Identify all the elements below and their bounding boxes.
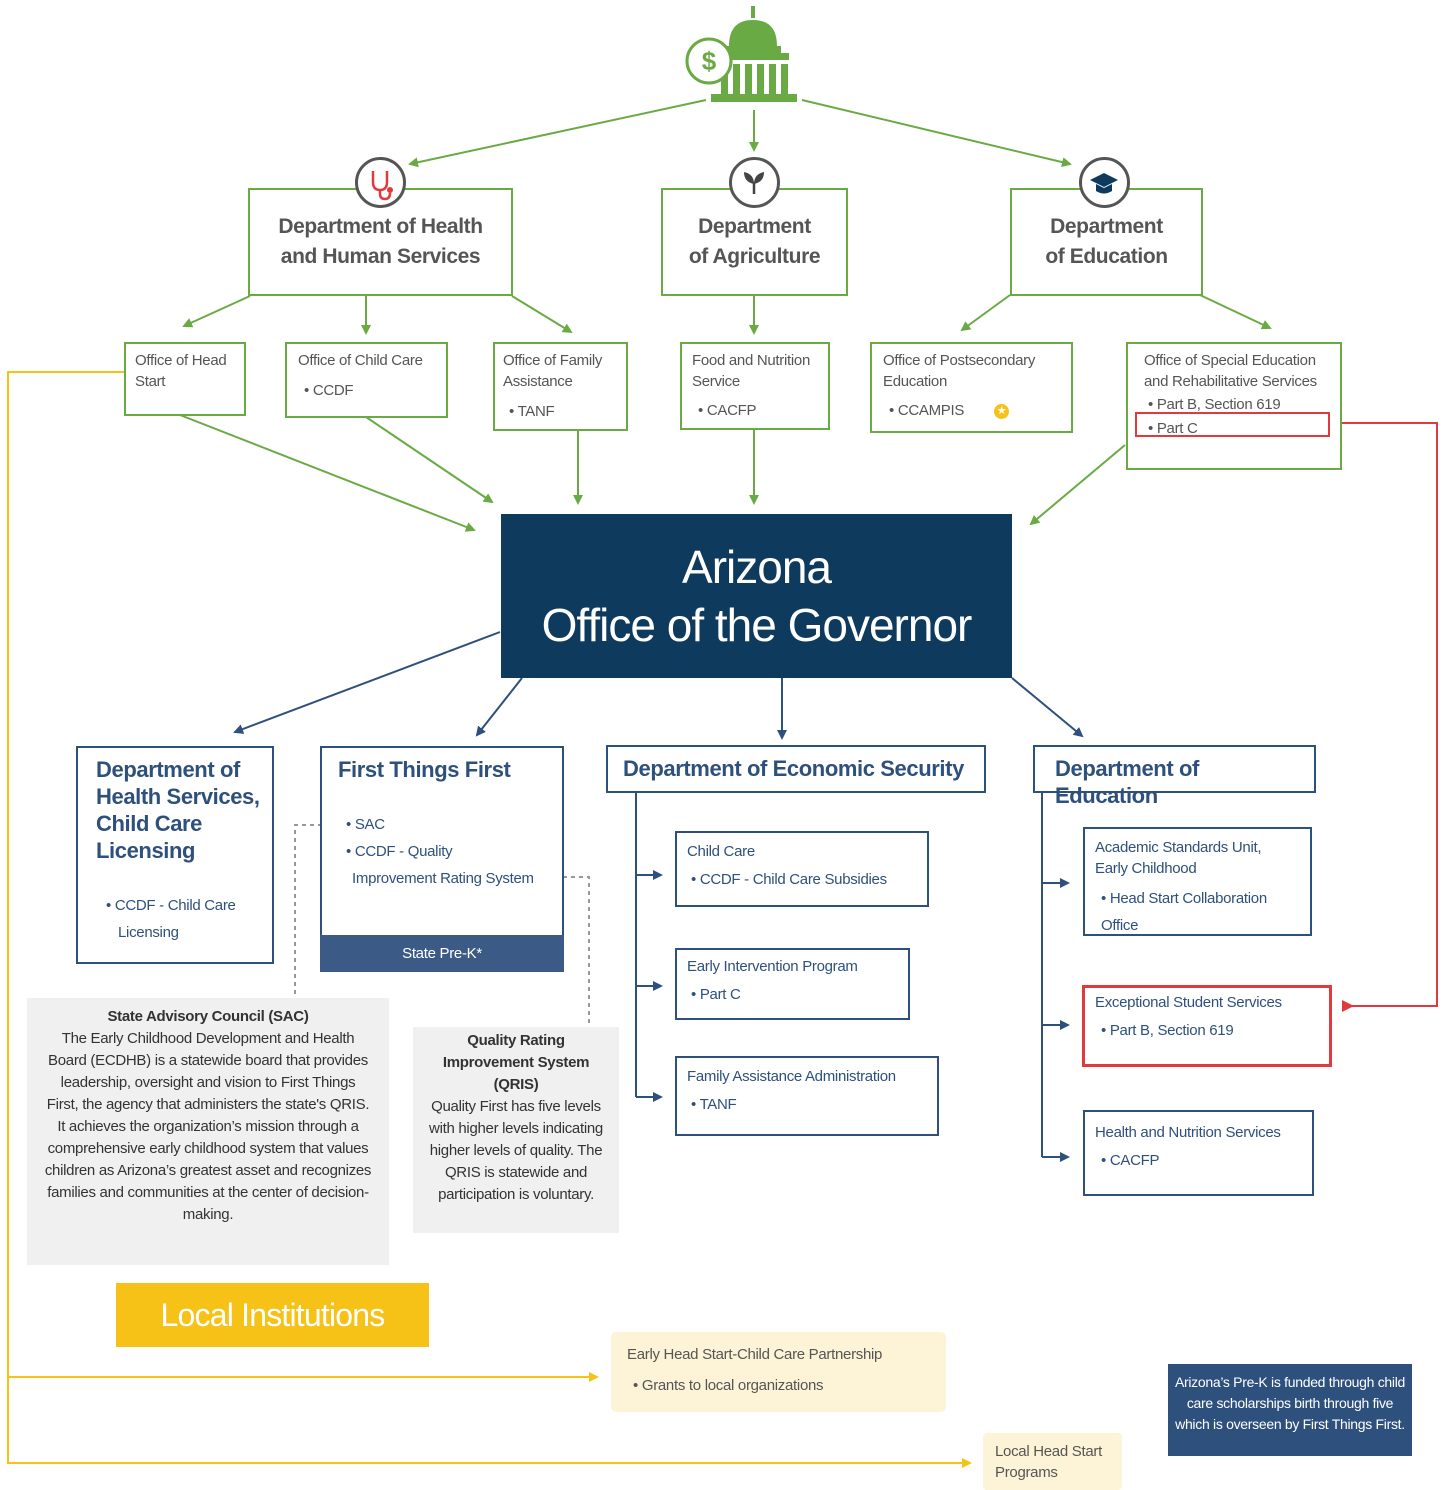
dept-education-state: Department of Education	[1033, 745, 1316, 808]
des-child-care: Child Care CCDF - Child Care Subsidies	[675, 831, 929, 907]
svg-text:$: $	[702, 46, 717, 76]
des-early-intervention: Early Intervention Program Part C	[675, 948, 910, 1020]
office-head-start: Office of Head Start	[124, 342, 246, 416]
list-item: Part C	[691, 981, 898, 1008]
office-special-education: Office of Special Education and Rehabili…	[1126, 342, 1342, 470]
office-family-assistance: Office of Family Assistance TANF	[493, 342, 628, 431]
governor-office-box: Arizona Office of the Governor	[501, 514, 1012, 678]
part-c-highlight	[1135, 412, 1330, 437]
sac-note: State Advisory Council (SAC) The Early C…	[27, 998, 389, 1265]
list-item: CCDF - Child Care Subsidies	[691, 866, 917, 893]
ehs-partnership: Early Head Start-Child Care Partnership …	[611, 1332, 946, 1412]
dept-economic-security: Department of Economic Security	[606, 745, 986, 793]
list-item: Head Start Collaboration Office	[1101, 885, 1300, 939]
dhs-child-care-licensing: Department of Health Services, Child Car…	[76, 746, 274, 964]
office-child-care: Office of Child Care CCDF	[285, 342, 448, 418]
list-item: CCDF - Quality Improvement Rating System	[346, 838, 536, 892]
list-item: TANF	[691, 1091, 927, 1118]
stethoscope-icon	[355, 157, 406, 208]
list-item: CCDF - Child Care Licensing	[106, 892, 246, 946]
star-icon: ★	[994, 403, 1010, 419]
list-item: CCAMPIS★	[889, 402, 1060, 419]
list-item: • Grants to local organizations	[633, 1377, 824, 1394]
prek-funding-note: Arizona’s Pre-K is funded through child …	[1168, 1364, 1412, 1456]
local-head-start: Local Head Start Programs	[983, 1433, 1122, 1490]
state-prek-band: State Pre-K*	[320, 935, 564, 972]
list-item: Part B, Section 619	[1148, 393, 1324, 417]
list-item: Part B, Section 619	[1101, 1017, 1319, 1044]
graduation-cap-icon	[1079, 157, 1130, 208]
list-item: TANF	[509, 403, 618, 420]
des-family-assistance: Family Assistance Administration TANF	[675, 1056, 939, 1136]
ade-health-nutrition: Health and Nutrition Services CACFP	[1083, 1110, 1314, 1196]
ade-academic-standards: Academic Standards Unit, Early Childhood…	[1083, 827, 1312, 936]
list-item: CCDF	[304, 382, 435, 399]
capitol-dollar-icon: $	[685, 6, 800, 106]
office-postsecondary: Office of Postsecondary Education CCAMPI…	[870, 342, 1073, 433]
list-item: CACFP	[698, 402, 818, 419]
office-food-nutrition: Food and Nutrition Service CACFP	[680, 342, 830, 430]
list-item: SAC	[346, 811, 536, 838]
qris-note: Quality Rating Improvement System (QRIS)…	[413, 1027, 619, 1233]
local-institutions-heading: Local Institutions	[116, 1283, 429, 1347]
ade-exceptional-student-services: Exceptional Student Services Part B, Sec…	[1082, 985, 1332, 1067]
sprout-icon	[729, 157, 780, 208]
list-item: Part C	[1148, 417, 1324, 441]
list-item: CACFP	[1101, 1147, 1302, 1174]
